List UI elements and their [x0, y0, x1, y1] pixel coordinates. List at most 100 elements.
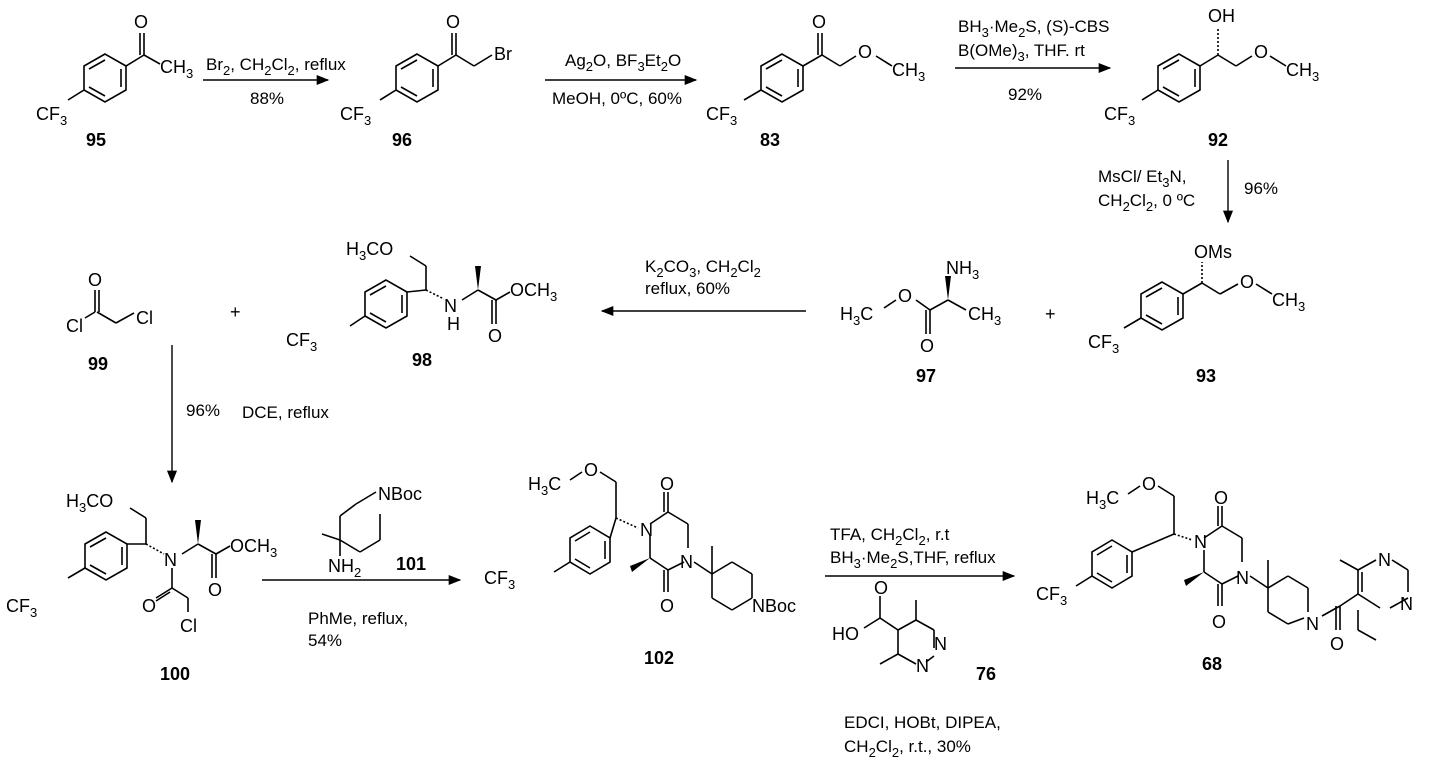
atom-label: H3CO: [346, 239, 393, 263]
atom-label: N: [1194, 532, 1207, 552]
condition-label: 54%: [308, 631, 342, 650]
compound-99-structure: O Cl Cl 99: [66, 270, 153, 374]
atom-label: N: [164, 550, 177, 570]
atom-label: O: [1142, 474, 1156, 494]
condition-label: TFA, CH2Cl2, r.t: [830, 525, 950, 548]
atom-label: Cl: [180, 616, 197, 636]
atom-label: O: [142, 596, 156, 616]
condition-label: B(OMe)3, THF. rt: [958, 41, 1085, 64]
atom-label: N: [916, 656, 929, 676]
atom-label: N: [444, 296, 457, 316]
compound-101-structure: NBoc NH2 101: [321, 484, 426, 580]
condition-label: CH2Cl2, r.t., 30%: [844, 737, 971, 760]
condition-label: EDCI, HOBt, DIPEA,: [844, 713, 1001, 732]
compound-label-92: 92: [1208, 130, 1228, 150]
atom-label: O: [660, 474, 674, 494]
compound-label-95: 95: [86, 130, 106, 150]
condition-label: CH2Cl2, 0 ºC: [1098, 191, 1195, 214]
atom-label: NBoc: [752, 596, 796, 616]
atom-label: N: [1400, 594, 1413, 614]
condition-label: 96%: [1244, 179, 1278, 198]
compound-102-structure: H3C O N N O O NBoc CF3 102: [484, 460, 796, 668]
condition-label: Br2, CH2Cl2, reflux: [206, 55, 346, 78]
atom-label: N: [1306, 614, 1319, 634]
compound-98-structure: H3CO N H OCH3 O CF3 98: [286, 239, 557, 370]
compound-label-100: 100: [160, 664, 190, 684]
atom-label: O: [1240, 272, 1254, 292]
compound-label-97: 97: [916, 366, 936, 386]
atom-label: O: [446, 12, 460, 32]
compound-93-structure: OMs O CH3 CF3 93: [1088, 242, 1305, 386]
condition-label: Ag2O, BF3Et2O: [565, 51, 681, 74]
atom-label: CH3: [160, 57, 193, 81]
atom-label: NH3: [946, 258, 979, 282]
compound-96-structure: O Br CF3 96: [340, 12, 512, 150]
condition-label: BH3·Me2S, (S)-CBS: [958, 17, 1109, 40]
compound-label-83: 83: [760, 130, 780, 150]
atom-label: OH: [1208, 6, 1235, 26]
compound-label-96: 96: [392, 130, 412, 150]
atom-label: O: [660, 596, 674, 616]
atom-label: H3CO: [66, 491, 113, 515]
atom-label: O: [812, 12, 826, 32]
atom-label: O: [584, 460, 598, 480]
compound-label-93: 93: [1196, 366, 1216, 386]
atom-label: O: [1330, 634, 1344, 654]
atom-label: HO: [832, 624, 859, 644]
atom-label: O: [874, 578, 888, 598]
atom-label: OMs: [1194, 242, 1232, 262]
atom-label: N: [1236, 568, 1249, 588]
compound-label-68: 68: [1202, 654, 1222, 674]
atom-label: O: [1214, 488, 1228, 508]
atom-label: O: [1212, 612, 1226, 632]
atom-label: CH3: [1286, 60, 1319, 84]
condition-label: 88%: [250, 89, 284, 108]
atom-label: CH3: [1272, 290, 1305, 314]
atom-label: CH3: [968, 304, 1001, 328]
atom-label: H3C: [840, 304, 873, 328]
atom-label: NH2: [328, 556, 361, 580]
atom-label: CF3: [706, 104, 737, 128]
atom-label: Cl: [136, 308, 153, 328]
atom-label: Br: [494, 44, 512, 64]
compound-label-76: 76: [976, 664, 996, 684]
atom-label: CF3: [6, 596, 37, 620]
atom-label: O: [208, 580, 222, 600]
compound-92-structure: OH O CH3 CF3 92: [1104, 6, 1319, 150]
atom-label: CF3: [1036, 584, 1067, 608]
condition-label: DCE, reflux: [242, 403, 329, 422]
atom-label: H3C: [1086, 488, 1119, 512]
atom-label: N: [934, 634, 947, 654]
atom-label: H: [447, 314, 460, 334]
atom-label: OCH3: [510, 280, 557, 304]
atom-label: H3C: [528, 474, 561, 498]
atom-label: O: [920, 336, 934, 356]
compound-100-structure: H3CO N OCH3 O O Cl CF3 100: [6, 491, 277, 684]
compound-95-structure: O CH3 CF3 95: [36, 12, 193, 150]
condition-label: MsCl/ Et3N,: [1098, 167, 1186, 190]
compound-label-101: 101: [396, 554, 426, 574]
atom-label: CF3: [286, 330, 317, 354]
atom-label: CF3: [1104, 104, 1135, 128]
atom-label: N: [680, 552, 693, 572]
atom-label: CF3: [1088, 332, 1119, 356]
compound-68-structure: H3C O N O N O: [1036, 474, 1413, 674]
compound-label-98: 98: [412, 350, 432, 370]
compound-83-structure: O O CH3 CF3 83: [706, 12, 925, 150]
atom-label: O: [1254, 42, 1268, 62]
atom-label: CF3: [340, 104, 371, 128]
atom-label: O: [134, 12, 148, 32]
atom-label: O: [488, 326, 502, 346]
atom-label: N: [640, 520, 653, 540]
atom-label: N: [1378, 550, 1391, 570]
compound-97-structure: H3C O NH3 CH3 O 97: [840, 258, 1001, 386]
condition-label: BH3·Me2S,THF, reflux: [830, 548, 996, 571]
condition-label: 92%: [1008, 85, 1042, 104]
atom-label: O: [858, 42, 872, 62]
atom-label: O: [898, 286, 912, 306]
atom-label: OCH3: [230, 536, 277, 560]
atom-label: CF3: [36, 104, 67, 128]
condition-label: 96%: [186, 401, 220, 420]
condition-label: reflux, 60%: [645, 279, 730, 298]
